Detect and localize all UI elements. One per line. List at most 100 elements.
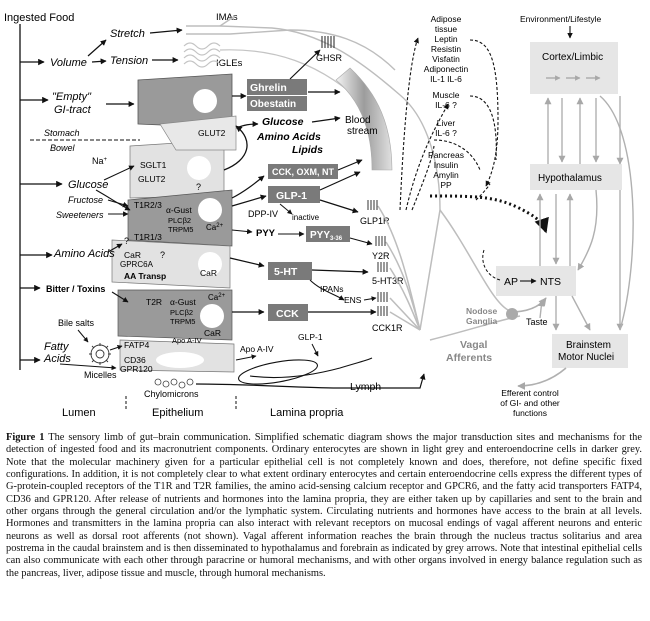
ghrelin-to-ghsr-arrow (289, 49, 321, 80)
obestatin-box (247, 96, 307, 111)
ens-receptor-icon (377, 292, 388, 302)
agust2-label: α-Gust (170, 297, 196, 307)
5ht-to-ipans-arrow (309, 279, 345, 301)
glp1r-receptor-icon (367, 200, 378, 210)
empty-gi-label-2: GI-tract (54, 104, 92, 116)
glp1r-label: GLP1R (360, 216, 390, 226)
cd36-label: CD36 (124, 355, 146, 365)
ens-label: ENS (344, 295, 362, 305)
svg-text:Pancreas: Pancreas (428, 150, 464, 160)
glut2-top-label: GLUT2 (198, 128, 226, 138)
stretch-imas-arrow (149, 27, 183, 34)
t1r23-label: T1R2/3 (134, 200, 162, 210)
ens-to-5ht3r-arrow (363, 296, 377, 302)
micelles-label: Micelles (84, 370, 117, 380)
sweet-to-pyy-arrow (231, 228, 253, 235)
stretch-label: Stretch (110, 28, 145, 40)
car2-label: CaR (200, 268, 217, 278)
taste-label: Taste (526, 317, 548, 327)
svg-text:Efferent control: Efferent control (501, 388, 559, 398)
apo-a4-arrow (235, 354, 257, 361)
svg-text:Visfatin: Visfatin (432, 54, 460, 64)
glucose-hormone-label: Glucose (262, 116, 304, 128)
glucose-question-mark: ? (196, 182, 201, 192)
igles-label: IGLEs (216, 58, 243, 69)
bile-salts-label: Bile salts (58, 318, 95, 328)
volume-label: Volume (50, 57, 87, 69)
hypothalamus-label: Hypothalamus (538, 173, 602, 184)
aa-question-mark: ? (124, 236, 129, 246)
gut-brain-diagram: Ingested Food Volume Stretch Tension IMA… (4, 12, 634, 419)
svg-text:Resistin: Resistin (431, 44, 462, 54)
aa-transp-label: AA Transp (124, 271, 166, 281)
ingested-food-label: Ingested Food (4, 12, 74, 24)
apo-a4-lamina-label: Apo A-IV (240, 344, 274, 354)
glp1-to-blood-arrow (319, 171, 361, 191)
brainstem-label-1: Brainstem (566, 340, 611, 351)
glucose-to-sglt1-arrow (103, 165, 135, 181)
chylomicron-dots (154, 378, 194, 389)
aa-cell-to-5ht-arrow (229, 257, 265, 268)
ca1-label: Ca2+ (206, 223, 224, 232)
5ht-label: 5-HT (274, 266, 298, 278)
car3-label: CaR (204, 328, 221, 338)
fructose-arrow (107, 199, 129, 208)
aa-question-mark-2: ? (160, 250, 165, 260)
cck1r-receptor-icon (377, 306, 388, 316)
bitter-eec (117, 289, 233, 341)
svg-text:IL-6 ?: IL-6 ? (435, 100, 457, 110)
environment-label: Environment/Lifestyle (520, 14, 602, 24)
svg-text:IL-1 IL-6: IL-1 IL-6 (430, 74, 462, 84)
imas-nerve-fibers (186, 15, 441, 211)
ipans-label: IPANs (320, 284, 343, 294)
blood-stream-label-2: stream (347, 126, 378, 137)
plcb2-1-label: PLCβ2 (168, 216, 191, 225)
lamina-propria-label: Lamina propria (270, 407, 344, 419)
adipose-tissue-text: Adipose tissue Leptin Resistin Visfatin … (424, 14, 469, 84)
lumen-label: Lumen (62, 407, 96, 419)
fatty-acids-label-2: Acids (43, 353, 71, 365)
nts-label: NTS (540, 276, 561, 288)
pyy-to-y2r-arrow (349, 237, 373, 246)
glucose-lumen-label: Glucose (68, 179, 108, 191)
na-label: Na+ (92, 156, 108, 166)
figure-caption: Figure 1 The sensory limb of gut–brain c… (6, 432, 642, 580)
caption-text: The sensory limb of gut–brain communicat… (6, 432, 642, 579)
ghsr-label: GHSR (316, 53, 343, 63)
organs-to-brain-dotted-arrow (429, 194, 549, 234)
food-trunk (19, 24, 63, 370)
svg-text:Insulin: Insulin (434, 160, 459, 170)
imas-label: IMAs (216, 12, 238, 23)
volume-tension-arrow (91, 58, 107, 65)
amino-acids-lumen-label: Amino Acids (53, 248, 115, 260)
nodose-label-1: Nodose (466, 306, 497, 316)
pyy336-label: PYY3-36 (310, 230, 343, 242)
efferent-arrow (517, 367, 567, 390)
hypothalamus-box (530, 164, 622, 190)
apo-a4-cell-label: Apo A-IV (172, 336, 202, 345)
svg-text:PP: PP (440, 180, 452, 190)
5ht3r-receptor-icon (377, 262, 388, 272)
fatp4-label: FATP4 (124, 340, 150, 350)
svg-text:Muscle: Muscle (433, 90, 460, 100)
vagal-afferents-label-2: Afferents (446, 352, 492, 364)
glp1-label: GLP-1 (276, 190, 307, 202)
fructose-label: Fructose (68, 195, 103, 205)
ghrelin-box (247, 79, 307, 95)
fat-to-gpr120-arrow (59, 363, 117, 371)
brainstem-label-2: Motor Nuclei (558, 352, 614, 363)
volume-stretch-arrow (87, 39, 107, 57)
sweet-to-glp1-arrow (231, 194, 267, 207)
plcb2-2-label: PLCβ2 (170, 308, 193, 317)
taste-arrow (537, 299, 545, 319)
aa-enterocyte (111, 239, 231, 289)
trpm5-2-label: TRPM5 (170, 317, 195, 326)
cck-oxm-nt-label: CCK, OXM, NT (272, 167, 335, 177)
bowel-label: Bowel (50, 143, 76, 153)
nodose-label-2: Ganglia (466, 316, 497, 326)
micelle-icon (89, 343, 111, 365)
svg-text:tissue: tissue (435, 24, 457, 34)
tension-label: Tension (110, 55, 148, 67)
brainstem-box (552, 334, 628, 368)
glucose-cell-loop-arrow (223, 125, 248, 171)
